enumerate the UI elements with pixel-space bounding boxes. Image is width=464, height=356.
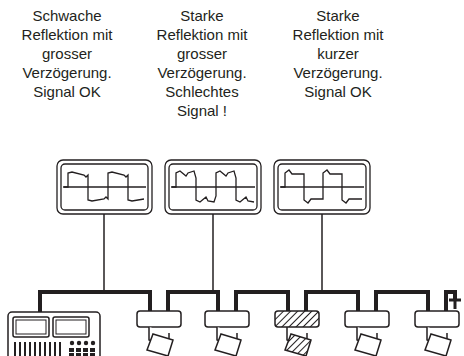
annotation-text: Starke Reflektion mit grosser Verzögerun… [146,6,258,120]
scope-boxes [57,160,370,214]
terminator-symbol [449,300,461,309]
moving-head-fixtures [137,311,459,356]
lighting-console [8,312,100,356]
console-buttons [69,341,95,356]
waveforms [63,170,364,203]
annotation-text: Starke Reflektion mit kurzer Verzögerung… [282,6,394,101]
annotation-text: Schwache Reflektion mit grosser Verzöger… [11,6,123,101]
console-faders [15,342,60,356]
leader-lines [104,214,322,292]
dmx-cables [40,292,455,312]
